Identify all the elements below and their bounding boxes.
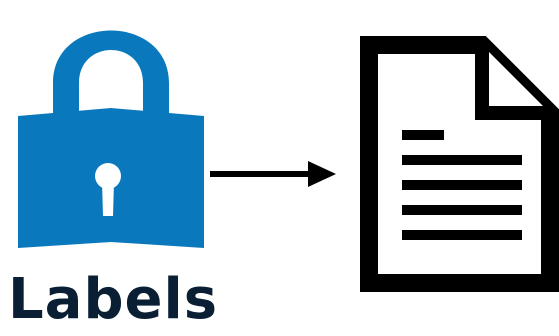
padlock-icon <box>18 30 204 248</box>
right-arrow-icon <box>210 161 336 187</box>
document-text-line <box>402 155 522 165</box>
document-icon <box>360 36 559 292</box>
arrow-head <box>308 161 336 187</box>
document-text-line <box>402 205 522 215</box>
document-text-line <box>402 130 444 140</box>
document-folded-corner <box>475 45 550 120</box>
labels-caption: Labels <box>8 267 219 332</box>
document-text-line <box>402 180 522 190</box>
padlock-shackle <box>53 30 169 122</box>
keyhole-top <box>95 163 121 189</box>
keyhole-stem <box>102 182 114 216</box>
document-text-line <box>402 230 522 240</box>
